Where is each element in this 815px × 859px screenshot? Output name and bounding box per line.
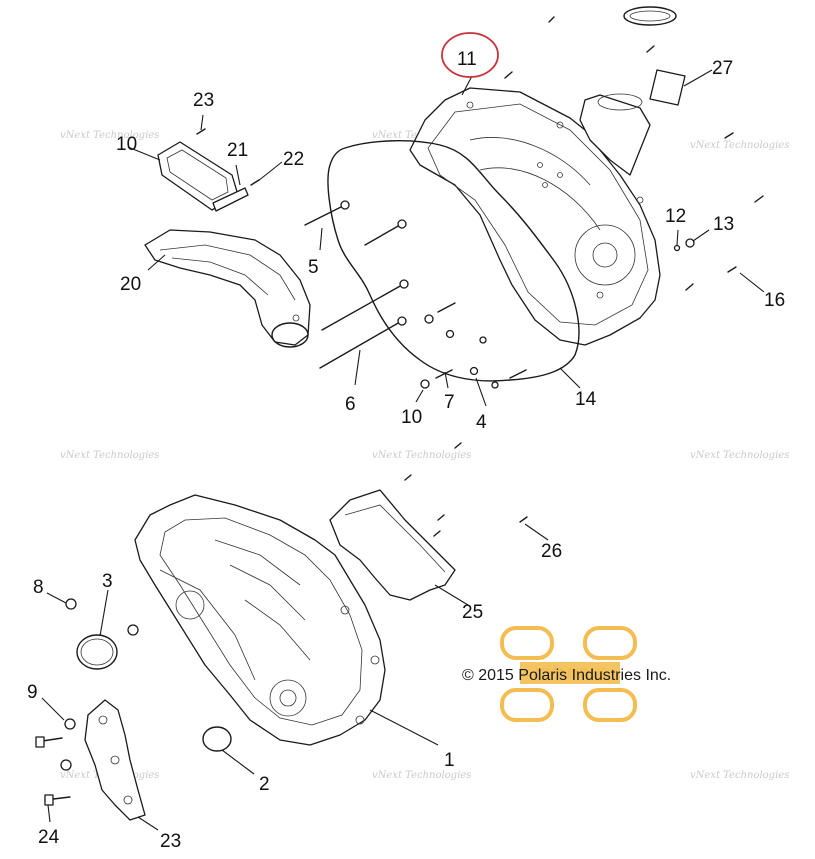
callout-3: 3: [102, 571, 113, 592]
decal-label: [649, 69, 686, 106]
watermark: vNext Technologies: [60, 130, 159, 141]
callout-22: 22: [283, 149, 304, 170]
callout-labels: 11 27 23 10 21 22 12 13 5 20 16 14 6 7 1…: [27, 49, 785, 852]
logo-text: KVADRIK: [535, 667, 607, 682]
callout-12: 12: [665, 206, 686, 227]
watermark: vNext Technologies: [372, 770, 471, 781]
cover-gasket: [327, 140, 580, 382]
watermark: vNext Technologies: [690, 140, 789, 151]
o-ring-small: [202, 726, 232, 752]
callout-8: 8: [33, 577, 44, 598]
callout-27: 26: [541, 541, 562, 562]
callout-16: 16: [764, 290, 785, 311]
callout-4: 4: [476, 412, 487, 433]
watermark: vNext Technologies: [60, 450, 159, 461]
callout-2: 2: [259, 774, 270, 795]
kvadrik-logo: KVADRIK: [500, 626, 637, 722]
nuts: [60, 598, 139, 771]
callout-24: 23: [160, 831, 181, 852]
watermark: vNext Technologies: [690, 450, 789, 461]
callout-5: 5: [308, 257, 319, 278]
inner-clutch-cover: [134, 494, 386, 746]
copyright-text: © 2015 Polaris Industries Inc.: [462, 667, 671, 684]
long-bolts: [304, 200, 409, 369]
callout-21: 21: [227, 140, 248, 161]
callout-20: 20: [120, 274, 141, 295]
small-hardware-upper: [420, 16, 764, 389]
outer-clutch-cover: [409, 6, 677, 346]
callout-26: 25: [462, 602, 483, 623]
callout-25: 24: [38, 827, 60, 848]
callout-7: 7: [444, 392, 455, 413]
callout-1: 1: [444, 750, 455, 771]
mount-bracket: [35, 699, 146, 821]
callout-14: 14: [575, 389, 597, 410]
duct-cover-plate: [157, 128, 260, 212]
callout-15: 27: [712, 58, 733, 79]
leader-lines: [41, 69, 765, 831]
watermark: vNext Technologies: [690, 770, 789, 781]
watermark: vNext Technologies: [372, 450, 471, 461]
callout-10-lower: 10: [401, 407, 422, 428]
intake-duct: [144, 229, 311, 348]
callout-10-upper: 10: [116, 134, 137, 155]
o-ring-large: [76, 634, 118, 670]
highlight-circle: [441, 32, 499, 78]
callout-13: 13: [713, 214, 734, 235]
callout-6: 6: [345, 394, 356, 415]
callout-11: 11: [457, 49, 477, 70]
heat-shield: [329, 489, 456, 601]
watermarks: vNext Technologies vNext Technologies vN…: [60, 130, 789, 781]
callout-23: 23: [193, 90, 214, 111]
callout-9: 9: [27, 682, 38, 703]
